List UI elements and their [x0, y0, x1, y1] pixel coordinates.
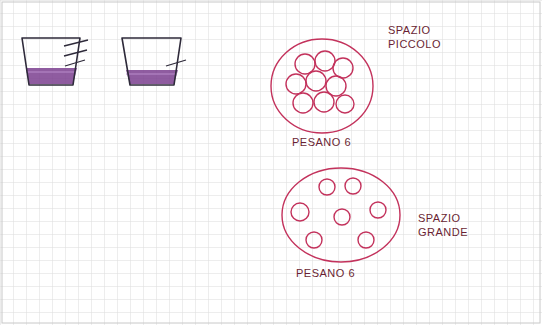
dense-particles: [271, 39, 373, 133]
beaker: [22, 38, 88, 85]
weight-label: PESANO 6: [296, 267, 366, 281]
beaker: [122, 38, 186, 85]
weight-label: PESANO 6: [292, 136, 362, 150]
sparse-particles: [282, 168, 400, 262]
region-label: SPAZIO PICCOLO: [388, 24, 452, 52]
region-label: SPAZIO GRANDE: [418, 212, 482, 240]
